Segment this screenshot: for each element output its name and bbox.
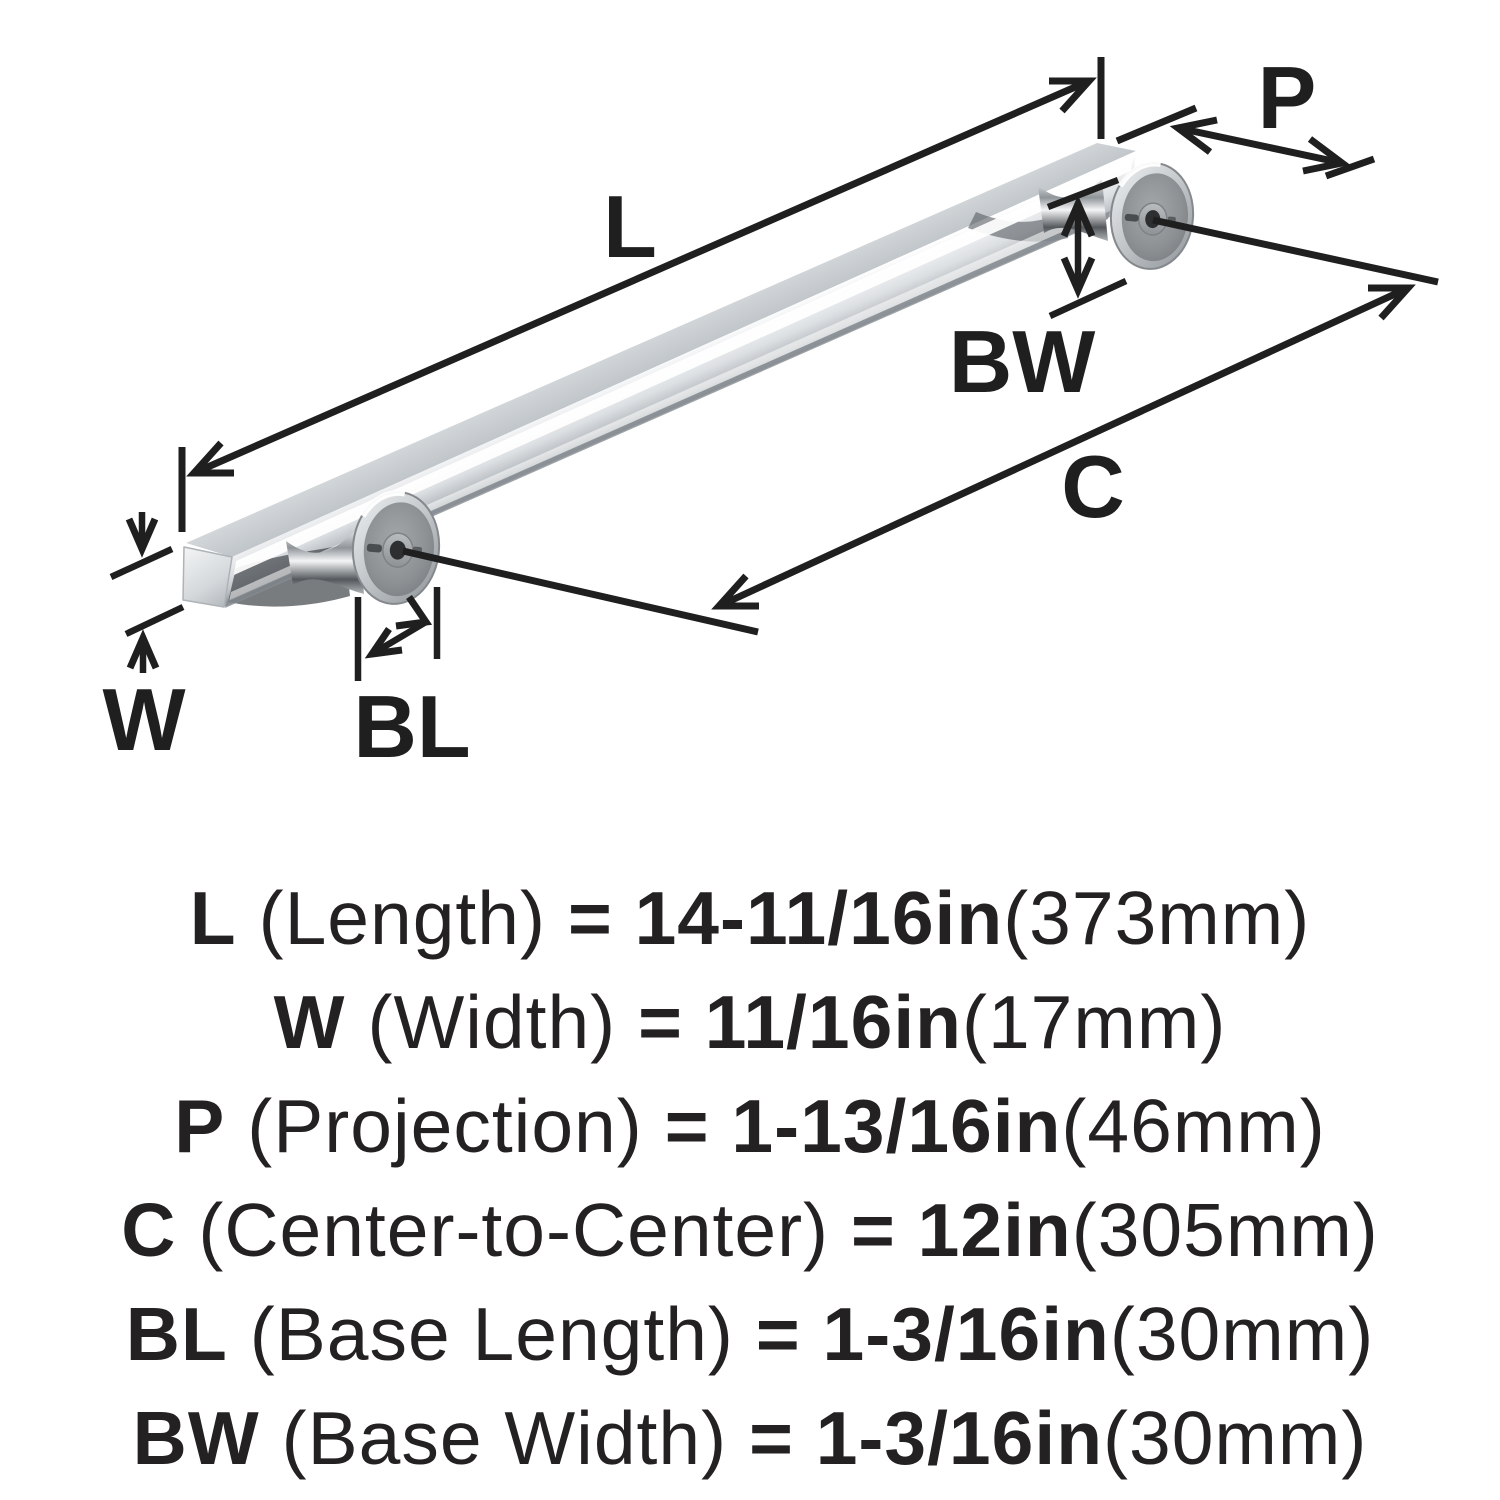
arrowhead bbox=[1049, 77, 1097, 114]
spec-symbol: P bbox=[174, 1084, 226, 1168]
screw-hole bbox=[389, 540, 406, 560]
bar-end-cap bbox=[182, 546, 233, 608]
spec-metric: (17mm) bbox=[961, 980, 1227, 1064]
arrowhead bbox=[1060, 195, 1096, 238]
arrowhead bbox=[395, 595, 433, 630]
arrowhead bbox=[186, 440, 234, 477]
leader-line bbox=[1152, 216, 1439, 286]
leader-line bbox=[402, 547, 759, 636]
spec-list: L(Length)= 14-11/16in(373mm) W(Width)= 1… bbox=[0, 866, 1500, 1490]
tick-mark bbox=[1115, 104, 1198, 145]
spec-value: = 12in bbox=[851, 1188, 1072, 1272]
spec-line-projection: P(Projection)= 1-13/16in(46mm) bbox=[0, 1074, 1500, 1178]
spec-metric: (373mm) bbox=[1003, 876, 1311, 960]
spec-symbol: W bbox=[273, 980, 346, 1064]
arrowhead bbox=[125, 517, 159, 558]
spec-label: (Base Length) bbox=[249, 1292, 734, 1376]
tick-mark bbox=[109, 546, 174, 580]
spec-line-base-length: BL(Base Length)= 1-3/16in(30mm) bbox=[0, 1282, 1500, 1386]
spec-value: = 14-11/16in bbox=[567, 876, 1004, 960]
spec-label: (Base Width) bbox=[281, 1396, 728, 1480]
bar-highlight-bottom bbox=[229, 206, 1100, 601]
dim-base-length bbox=[354, 587, 441, 681]
dim-center-to-center bbox=[402, 216, 1439, 636]
arrow-shaft bbox=[370, 619, 428, 657]
tick-mark bbox=[1048, 278, 1128, 319]
dim-label-center-to-center: C bbox=[1061, 437, 1125, 536]
spec-line-center-to-center: C(Center-to-Center)= 12in(305mm) bbox=[0, 1178, 1500, 1282]
dim-projection bbox=[1115, 104, 1376, 180]
arrowhead bbox=[364, 627, 403, 659]
spec-metric: (305mm) bbox=[1071, 1188, 1379, 1272]
base-rim-highlight bbox=[1118, 161, 1161, 188]
spec-label: (Projection) bbox=[247, 1084, 643, 1168]
arrowhead bbox=[126, 629, 160, 670]
dim-label-projection: P bbox=[1258, 48, 1317, 147]
spec-line-base-width: BW(Base Width)= 1-3/16in(30mm) bbox=[0, 1386, 1500, 1490]
tick-mark bbox=[124, 604, 185, 637]
spec-metric: (46mm) bbox=[1061, 1084, 1326, 1168]
tick-mark bbox=[1324, 155, 1376, 180]
spec-line-length: L(Length)= 14-11/16in(373mm) bbox=[0, 866, 1500, 970]
spec-metric: (30mm) bbox=[1103, 1396, 1368, 1480]
spec-value: = 1-13/16in bbox=[664, 1084, 1062, 1168]
dimension-diagram: L W BL BW P C bbox=[102, 48, 1439, 776]
tick-mark bbox=[1046, 176, 1120, 211]
spec-label: (Width) bbox=[367, 980, 617, 1064]
spec-value: = 11/16in bbox=[638, 980, 962, 1064]
arrowhead bbox=[1302, 136, 1351, 175]
spec-label: (Center-to-Center) bbox=[198, 1188, 830, 1272]
base-notch bbox=[366, 543, 382, 553]
arrowhead bbox=[1368, 284, 1416, 321]
bar-highlight-top bbox=[234, 157, 1133, 575]
spec-symbol: BL bbox=[125, 1292, 228, 1376]
pull-handle bbox=[182, 143, 1195, 608]
dim-base-width bbox=[1046, 176, 1128, 319]
dim-label-base-length: BL bbox=[353, 677, 470, 776]
spec-symbol: L bbox=[189, 876, 237, 960]
dim-label-width: W bbox=[102, 670, 185, 769]
arrowhead bbox=[1060, 256, 1096, 299]
arrow-shaft bbox=[1177, 124, 1343, 167]
spec-metric: (30mm) bbox=[1109, 1292, 1375, 1376]
base-notch bbox=[1124, 213, 1139, 222]
left-post-base bbox=[351, 489, 441, 605]
base-rim-highlight bbox=[360, 489, 406, 518]
arrowhead bbox=[1169, 116, 1218, 155]
left-post-stem bbox=[286, 528, 364, 594]
bar-shade-bottom-edge bbox=[225, 211, 1110, 608]
spec-value: = 1-3/16in bbox=[755, 1292, 1110, 1376]
dim-label-base-width: BW bbox=[949, 312, 1096, 411]
dim-label-length: L bbox=[603, 177, 657, 276]
spec-line-width: W(Width)= 11/16in(17mm) bbox=[0, 970, 1500, 1074]
dim-length bbox=[178, 57, 1105, 532]
spec-label: (Length) bbox=[258, 876, 546, 960]
dim-width bbox=[109, 512, 185, 673]
arrowhead bbox=[711, 573, 759, 610]
spec-value: = 1-3/16in bbox=[749, 1396, 1104, 1480]
spec-symbol: BW bbox=[132, 1396, 260, 1480]
spec-symbol: C bbox=[121, 1188, 177, 1272]
dim-line bbox=[192, 77, 1091, 477]
dim-line bbox=[717, 284, 1410, 610]
bar-top-face bbox=[186, 143, 1136, 557]
